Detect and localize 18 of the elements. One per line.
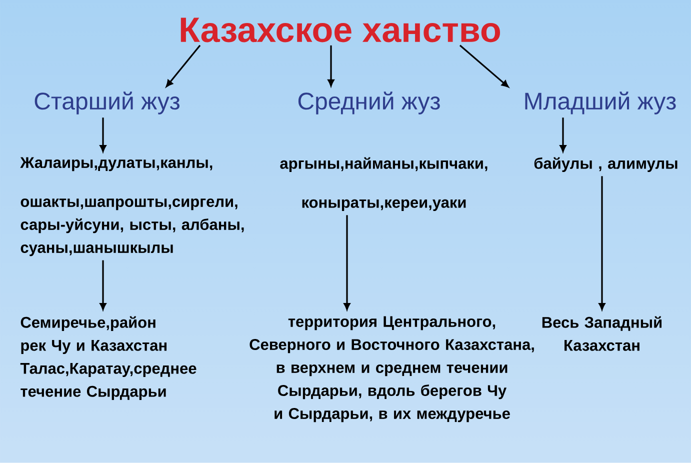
territory-text: Семиречье,район рек Чу и Казахстан Талас,Каратау,среднее течение Сырдарьи (20, 316, 196, 400)
arrow (166, 44, 201, 88)
arrow (459, 44, 509, 88)
arrow (100, 260, 106, 310)
arrow (100, 118, 106, 152)
heading: Старший жуз (34, 92, 180, 114)
heading: Младший жуз (525, 92, 676, 114)
tribe-list: байулы , алимулы (534, 157, 678, 172)
title: Казахское ханство (180, 18, 500, 42)
arrow (560, 118, 566, 152)
heading: Средний жуз (298, 92, 440, 114)
tribe-list: Жалаиры,дулаты,канлы, ошакты,шапрошты,сиргели, сары-уйсуни, ысты, албаны, суаны,шанышкылы (20, 157, 244, 256)
arrow (598, 176, 606, 310)
territory-text: территория Центрального, Северного и Восточного Казахстана, в верхнем и среднем течении Сырдарьи, вдоль берегов Чу и Сырдарьи, в их междуречье (250, 316, 534, 422)
territory-text: Весь Западный Казахстан (542, 316, 662, 351)
tribe-list: аргыны,найманы,кыпчаки, коныраты,кереи,уаки (280, 157, 488, 211)
arrow (328, 45, 334, 86)
arrow (344, 215, 350, 310)
